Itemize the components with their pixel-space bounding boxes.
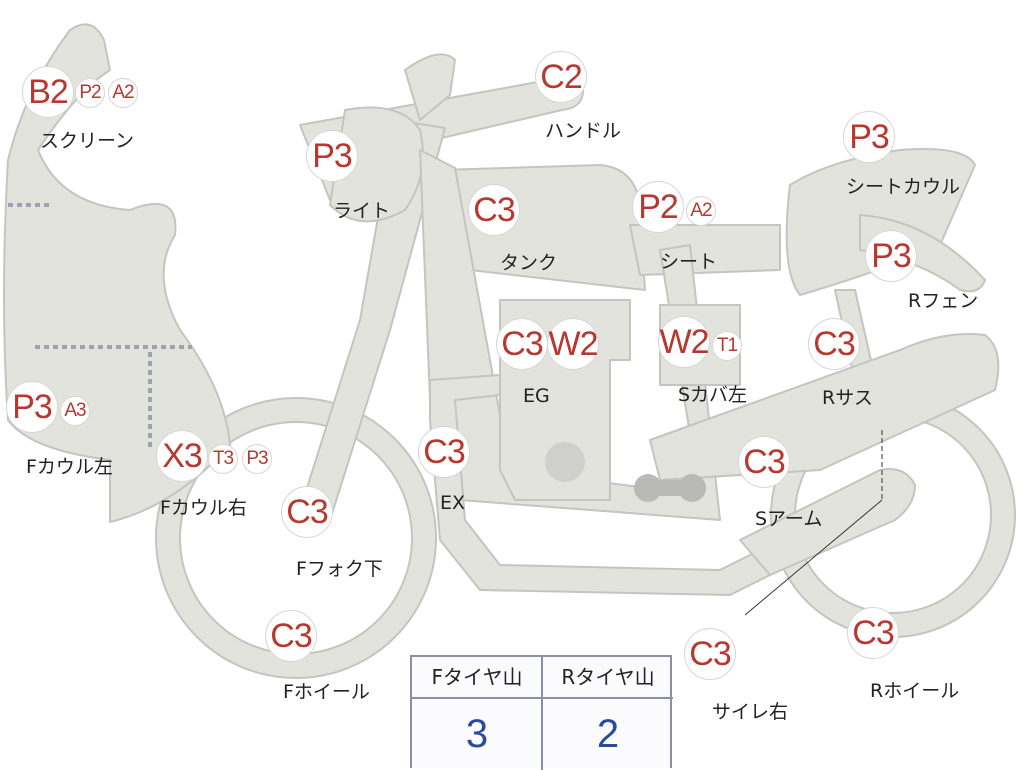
code-badge: P2 (632, 181, 684, 233)
part-label: タンク (500, 252, 558, 274)
part-label: Fフォク下 (296, 558, 383, 580)
code-badge: W2 (547, 318, 599, 370)
part-label: Rサス (822, 387, 873, 409)
silencer-shape (739, 468, 916, 576)
part-label: Rフェン (908, 290, 979, 312)
part-label: シート (660, 251, 718, 273)
tread-depth-table: Fタイヤ山 Rタイヤ山 3 2 (410, 655, 673, 770)
code-badge: C3 (808, 318, 860, 370)
part-label: Fカウル右 (160, 497, 247, 519)
code-badge: C3 (496, 318, 548, 370)
code-badge: P3 (865, 230, 917, 282)
part-label: ライト (333, 200, 391, 222)
front-tread-value: 3 (465, 712, 489, 756)
code-badge: C3 (265, 610, 317, 662)
rear-tread-header: Rタイヤ山 (543, 657, 673, 699)
part-label: Sカバ左 (678, 384, 748, 406)
code-badge: T3 (208, 444, 238, 474)
code-badge: A2 (686, 196, 716, 226)
code-badge: W2 (658, 316, 710, 368)
code-badge: P3 (306, 130, 358, 182)
code-badge: P2 (75, 78, 105, 108)
code-badge: A3 (60, 396, 90, 426)
code-badge: P3 (6, 381, 58, 433)
part-label: サイレ右 (712, 701, 789, 723)
code-badge: C3 (738, 436, 790, 488)
part-label: Sアーム (755, 508, 823, 530)
code-badge: C3 (847, 607, 899, 659)
rear-tread-value: 2 (596, 712, 620, 756)
part-label: EG (523, 385, 550, 407)
code-badge: P3 (843, 111, 895, 163)
code-badge: C3 (684, 628, 736, 680)
code-badge: T1 (712, 331, 742, 361)
code-badge: X3 (156, 430, 208, 482)
code-badge: C2 (535, 51, 587, 103)
exhaust-shape (429, 374, 801, 596)
code-badge: C3 (281, 486, 333, 538)
code-badge: C3 (468, 184, 520, 236)
part-label: Fホイール (283, 681, 370, 703)
front-cowl-shape (3, 23, 231, 523)
part-label: EX (440, 492, 466, 514)
part-label: ハンドル (545, 120, 622, 142)
part-label: シートカウル (846, 176, 961, 198)
code-badge: P3 (242, 444, 272, 474)
front-tread-header: Fタイヤ山 (412, 657, 542, 699)
code-badge: A2 (108, 78, 138, 108)
code-badge: C3 (418, 426, 470, 478)
part-label: スクリーン (40, 130, 135, 152)
table-divider (541, 657, 543, 770)
code-badge: B2 (22, 66, 74, 118)
part-label: Rホイール (870, 680, 960, 702)
part-label: Fカウル左 (26, 456, 113, 478)
swingarm-shape (649, 333, 1000, 481)
